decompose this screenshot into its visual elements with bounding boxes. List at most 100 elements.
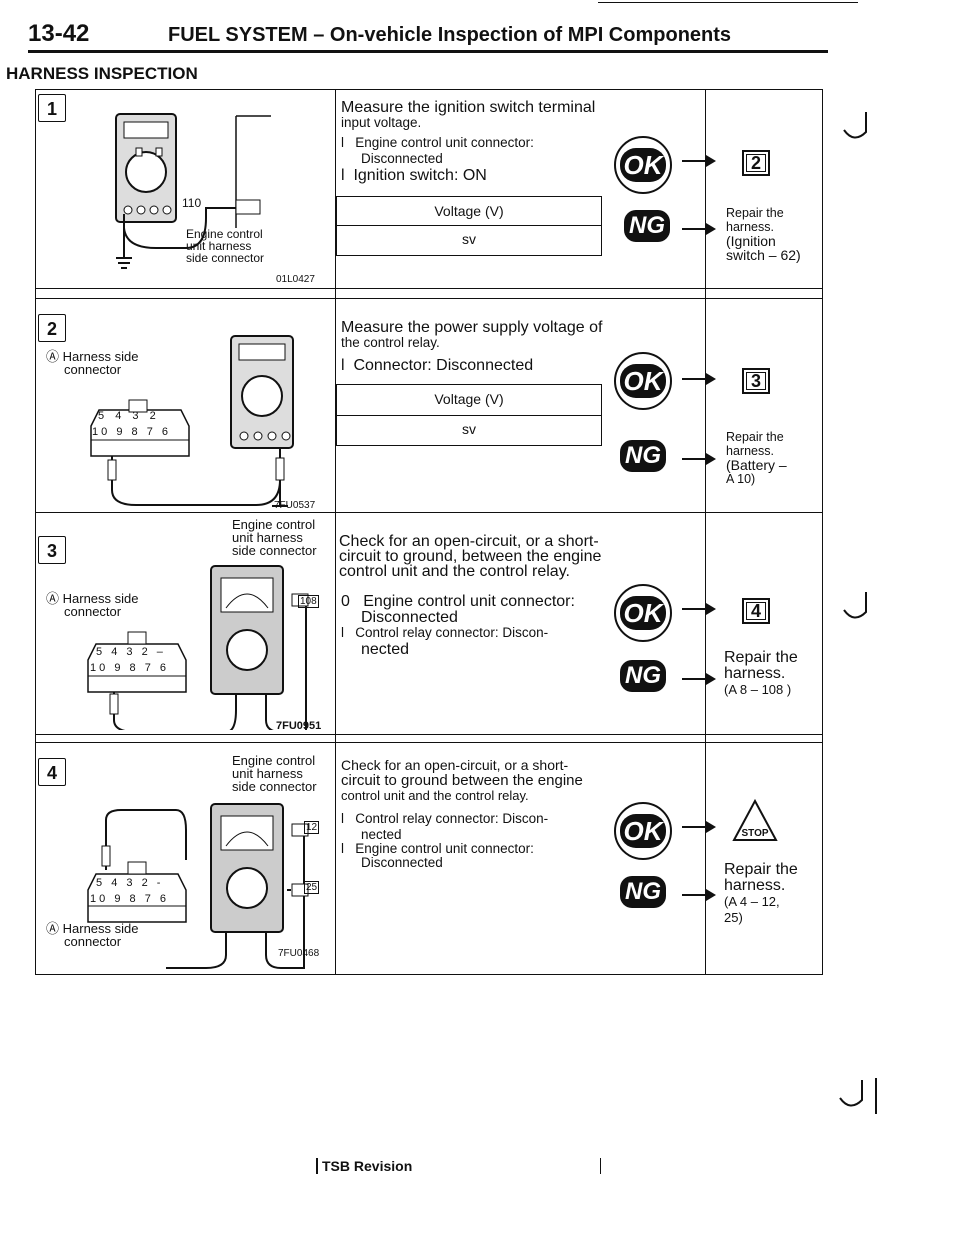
voltage-value: sv [462, 231, 476, 247]
step-4-condition-2: l Engine control unit connector: [341, 842, 534, 856]
ng-line: A 10) [726, 472, 756, 486]
ng-label: NG [620, 876, 666, 908]
bullet: 0 [341, 593, 350, 610]
step-4-figure-caption: Ⓐ Harness side connector [46, 922, 139, 948]
next-step-label: 2 [750, 153, 761, 173]
pin: - [156, 877, 164, 889]
next-step-inner [746, 154, 766, 172]
step-2-next-step[interactable]: 3 [742, 368, 770, 394]
step-4-terminal-tag-2: 25 [304, 881, 320, 894]
footer-text: TSB Revision [316, 1158, 413, 1174]
caption-line: connector [64, 934, 122, 949]
step-3-pins-bottom: 10 9 8 7 6 [90, 662, 169, 674]
step-1-condition-1: l Engine control unit connector: [341, 136, 534, 150]
step-2-pins-top: 5 4 3 2 [98, 410, 160, 422]
ng-line: (Ignition [726, 233, 776, 249]
step-4-condition-1: l Control relay connector: Discon- [341, 812, 548, 826]
step-1-condition-1b: Disconnected [361, 151, 443, 166]
bullet: l [341, 167, 345, 184]
instruction-line: circuit to ground, between the engine [339, 548, 602, 565]
condition-text: Control relay connector: Discon- [355, 625, 549, 640]
ng-line: harness. [724, 665, 786, 682]
caption-line: side connector [186, 251, 265, 265]
step-2-instruction-line1: Measure the power supply voltage of [341, 319, 603, 336]
step-1-terminal-tag: 110 [182, 196, 202, 210]
step-1-figure-caption: Engine control unit harness side connect… [186, 228, 264, 264]
ok-label: OK [620, 814, 666, 848]
ng-line: Repair the [724, 861, 798, 878]
step-4-ok-arrow [682, 821, 716, 833]
condition-text: Engine control unit connector: [355, 135, 534, 150]
bullet: l [341, 811, 344, 826]
next-step-inner [746, 602, 766, 620]
margin-mark-2 [843, 592, 867, 619]
pin: 3 [132, 410, 143, 422]
col-divider-figure [335, 90, 336, 974]
section-title: HARNESS INSPECTION [6, 64, 198, 83]
step-1-next-step[interactable]: 2 [742, 150, 770, 176]
caption-line: Ⓐ Harness side [46, 921, 139, 936]
instruction-line: Check for an open-circuit, or a short- [339, 533, 599, 550]
step-3-number: 3 [38, 536, 66, 564]
step-4-condition-1b: nected [361, 827, 402, 842]
ng-line: (A 8 – 108 ) [724, 682, 792, 697]
footer-tsb-revision: TSB Revision [316, 1158, 605, 1174]
pin: 5 [96, 877, 106, 889]
row-divider-3 [36, 734, 822, 735]
caption-line: connector [64, 604, 122, 619]
pin: 10 [90, 893, 109, 905]
step-4-stop-icon[interactable]: STOP [732, 798, 778, 844]
step-3-condition-1: 0 Engine control unit connector: [341, 594, 575, 610]
pin: 8 [129, 893, 139, 905]
step-3-next-step[interactable]: 4 [742, 598, 770, 624]
margin-mark-3 [839, 1078, 877, 1114]
bullet: l [341, 135, 344, 150]
voltage-header: Voltage (V) [434, 203, 504, 219]
instruction-line: control unit and the control relay. [339, 563, 570, 580]
condition-text: Engine control unit connector: [355, 841, 534, 856]
step-4-instruction: Check for an open-circuit, or a short- c… [341, 758, 641, 804]
row-divider-1 [36, 288, 822, 289]
step-4-condition-2b: Disconnected [361, 855, 443, 870]
condition-text: Connector: Disconnected [353, 357, 534, 374]
step-1-condition-2: l Ignition switch: ON [341, 168, 487, 184]
step-2-figure [90, 335, 294, 507]
bullet: l [341, 357, 345, 374]
pin: 9 [116, 426, 126, 438]
pin: 5 [96, 646, 106, 658]
step-3-ok-badge: OK [614, 584, 672, 642]
step-3-figure-code: 7FU0951 [276, 720, 322, 732]
condition-text: Ignition switch: ON [353, 167, 487, 184]
caption-line: unit harness [186, 239, 252, 253]
caption-line: Ⓐ Harness side [46, 591, 139, 606]
voltage-header: Voltage (V) [434, 391, 504, 407]
pin: 2 [141, 877, 151, 889]
step-1-voltage-table: Voltage (V) sv [336, 196, 602, 256]
footer-end-rule [600, 1158, 605, 1174]
pin: 3 [126, 646, 136, 658]
step-4-terminal-tag-1: 12 [304, 821, 320, 834]
step-3-pins-top: 5 4 3 2 – [96, 646, 166, 658]
pin: 3 [126, 877, 136, 889]
ok-label: OK [620, 596, 666, 630]
step-1-instruction-line1: Measure the ignition switch terminal [341, 99, 596, 116]
bullet: l [341, 841, 344, 856]
pin: 4 [115, 410, 126, 422]
pin: 6 [161, 426, 171, 438]
step-3-terminal-tag: 108 [298, 595, 319, 608]
next-step-label: 4 [750, 601, 761, 621]
page-header: 13-42 FUEL SYSTEM – On-vehicle Inspectio… [28, 2, 858, 56]
pin: – [156, 646, 166, 658]
step-1-ok-badge: OK [614, 136, 672, 194]
ng-line: Repair the [726, 430, 784, 444]
step-1-ng-arrow [682, 223, 716, 235]
bullet: l [341, 625, 344, 640]
step-1-instruction-line2: input voltage. [341, 115, 422, 130]
pin: 10 [90, 662, 109, 674]
step-3-condition-1b: Disconnected [361, 609, 458, 626]
step-4-pins-bottom: 10 9 8 7 6 [90, 893, 169, 905]
ng-label: NG [620, 440, 666, 472]
step-1-number: 1 [38, 94, 66, 122]
pin: 5 [98, 410, 109, 422]
step-2-figure-code: 7FU0537 [274, 500, 316, 511]
